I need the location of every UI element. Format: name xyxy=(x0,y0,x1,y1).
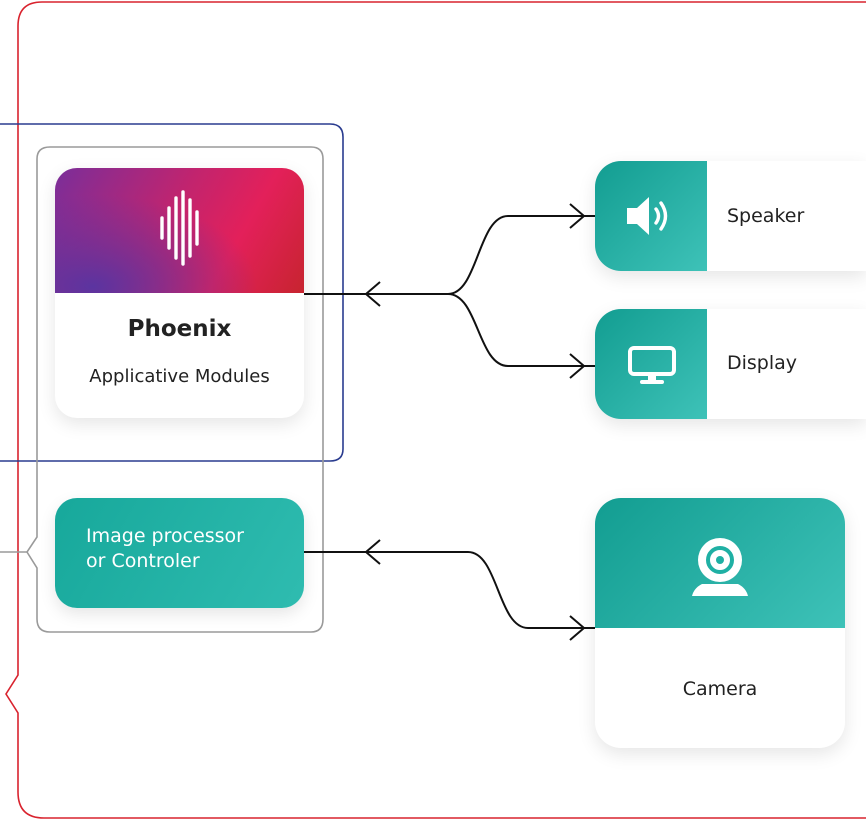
camera-connector xyxy=(304,551,595,629)
group-frame xyxy=(26,146,324,633)
monitor-icon xyxy=(628,346,676,384)
speaker-icon xyxy=(627,197,668,235)
image-processor-line1: Image processor xyxy=(86,525,244,547)
display-arrowhead xyxy=(569,353,586,379)
speaker-icon-panel xyxy=(595,161,707,271)
display-label: Display xyxy=(727,352,798,374)
camera-icon-panel xyxy=(595,498,845,628)
camera-device: Camera xyxy=(595,498,845,748)
phoenix-title: Phoenix xyxy=(127,316,232,342)
display-icon-panel xyxy=(595,309,707,419)
image-processor-box: Image processor or Controler xyxy=(55,498,304,608)
webcam-icon xyxy=(692,538,748,596)
phoenix-subtitle: Applicative Modules xyxy=(89,366,270,387)
speaker-connector xyxy=(447,215,595,295)
image-processor-line2: or Controler xyxy=(86,550,200,572)
phoenix-header xyxy=(55,168,304,293)
outer-frame xyxy=(5,1,866,819)
speaker-device: Speaker xyxy=(595,161,866,271)
soundwave-icon xyxy=(160,190,199,266)
phoenix-card: Phoenix Applicative Modules xyxy=(55,168,304,418)
display-device: Display xyxy=(595,309,866,419)
display-connector xyxy=(447,293,595,367)
speaker-label: Speaker xyxy=(727,205,805,227)
camera-label: Camera xyxy=(682,678,758,700)
speaker-arrowhead xyxy=(569,203,586,229)
image-processor-label: Image processor or Controler xyxy=(86,524,301,574)
phoenix-arrowhead xyxy=(364,281,381,307)
camera-arrowhead xyxy=(569,615,586,641)
imgproc-arrowhead xyxy=(364,539,381,565)
